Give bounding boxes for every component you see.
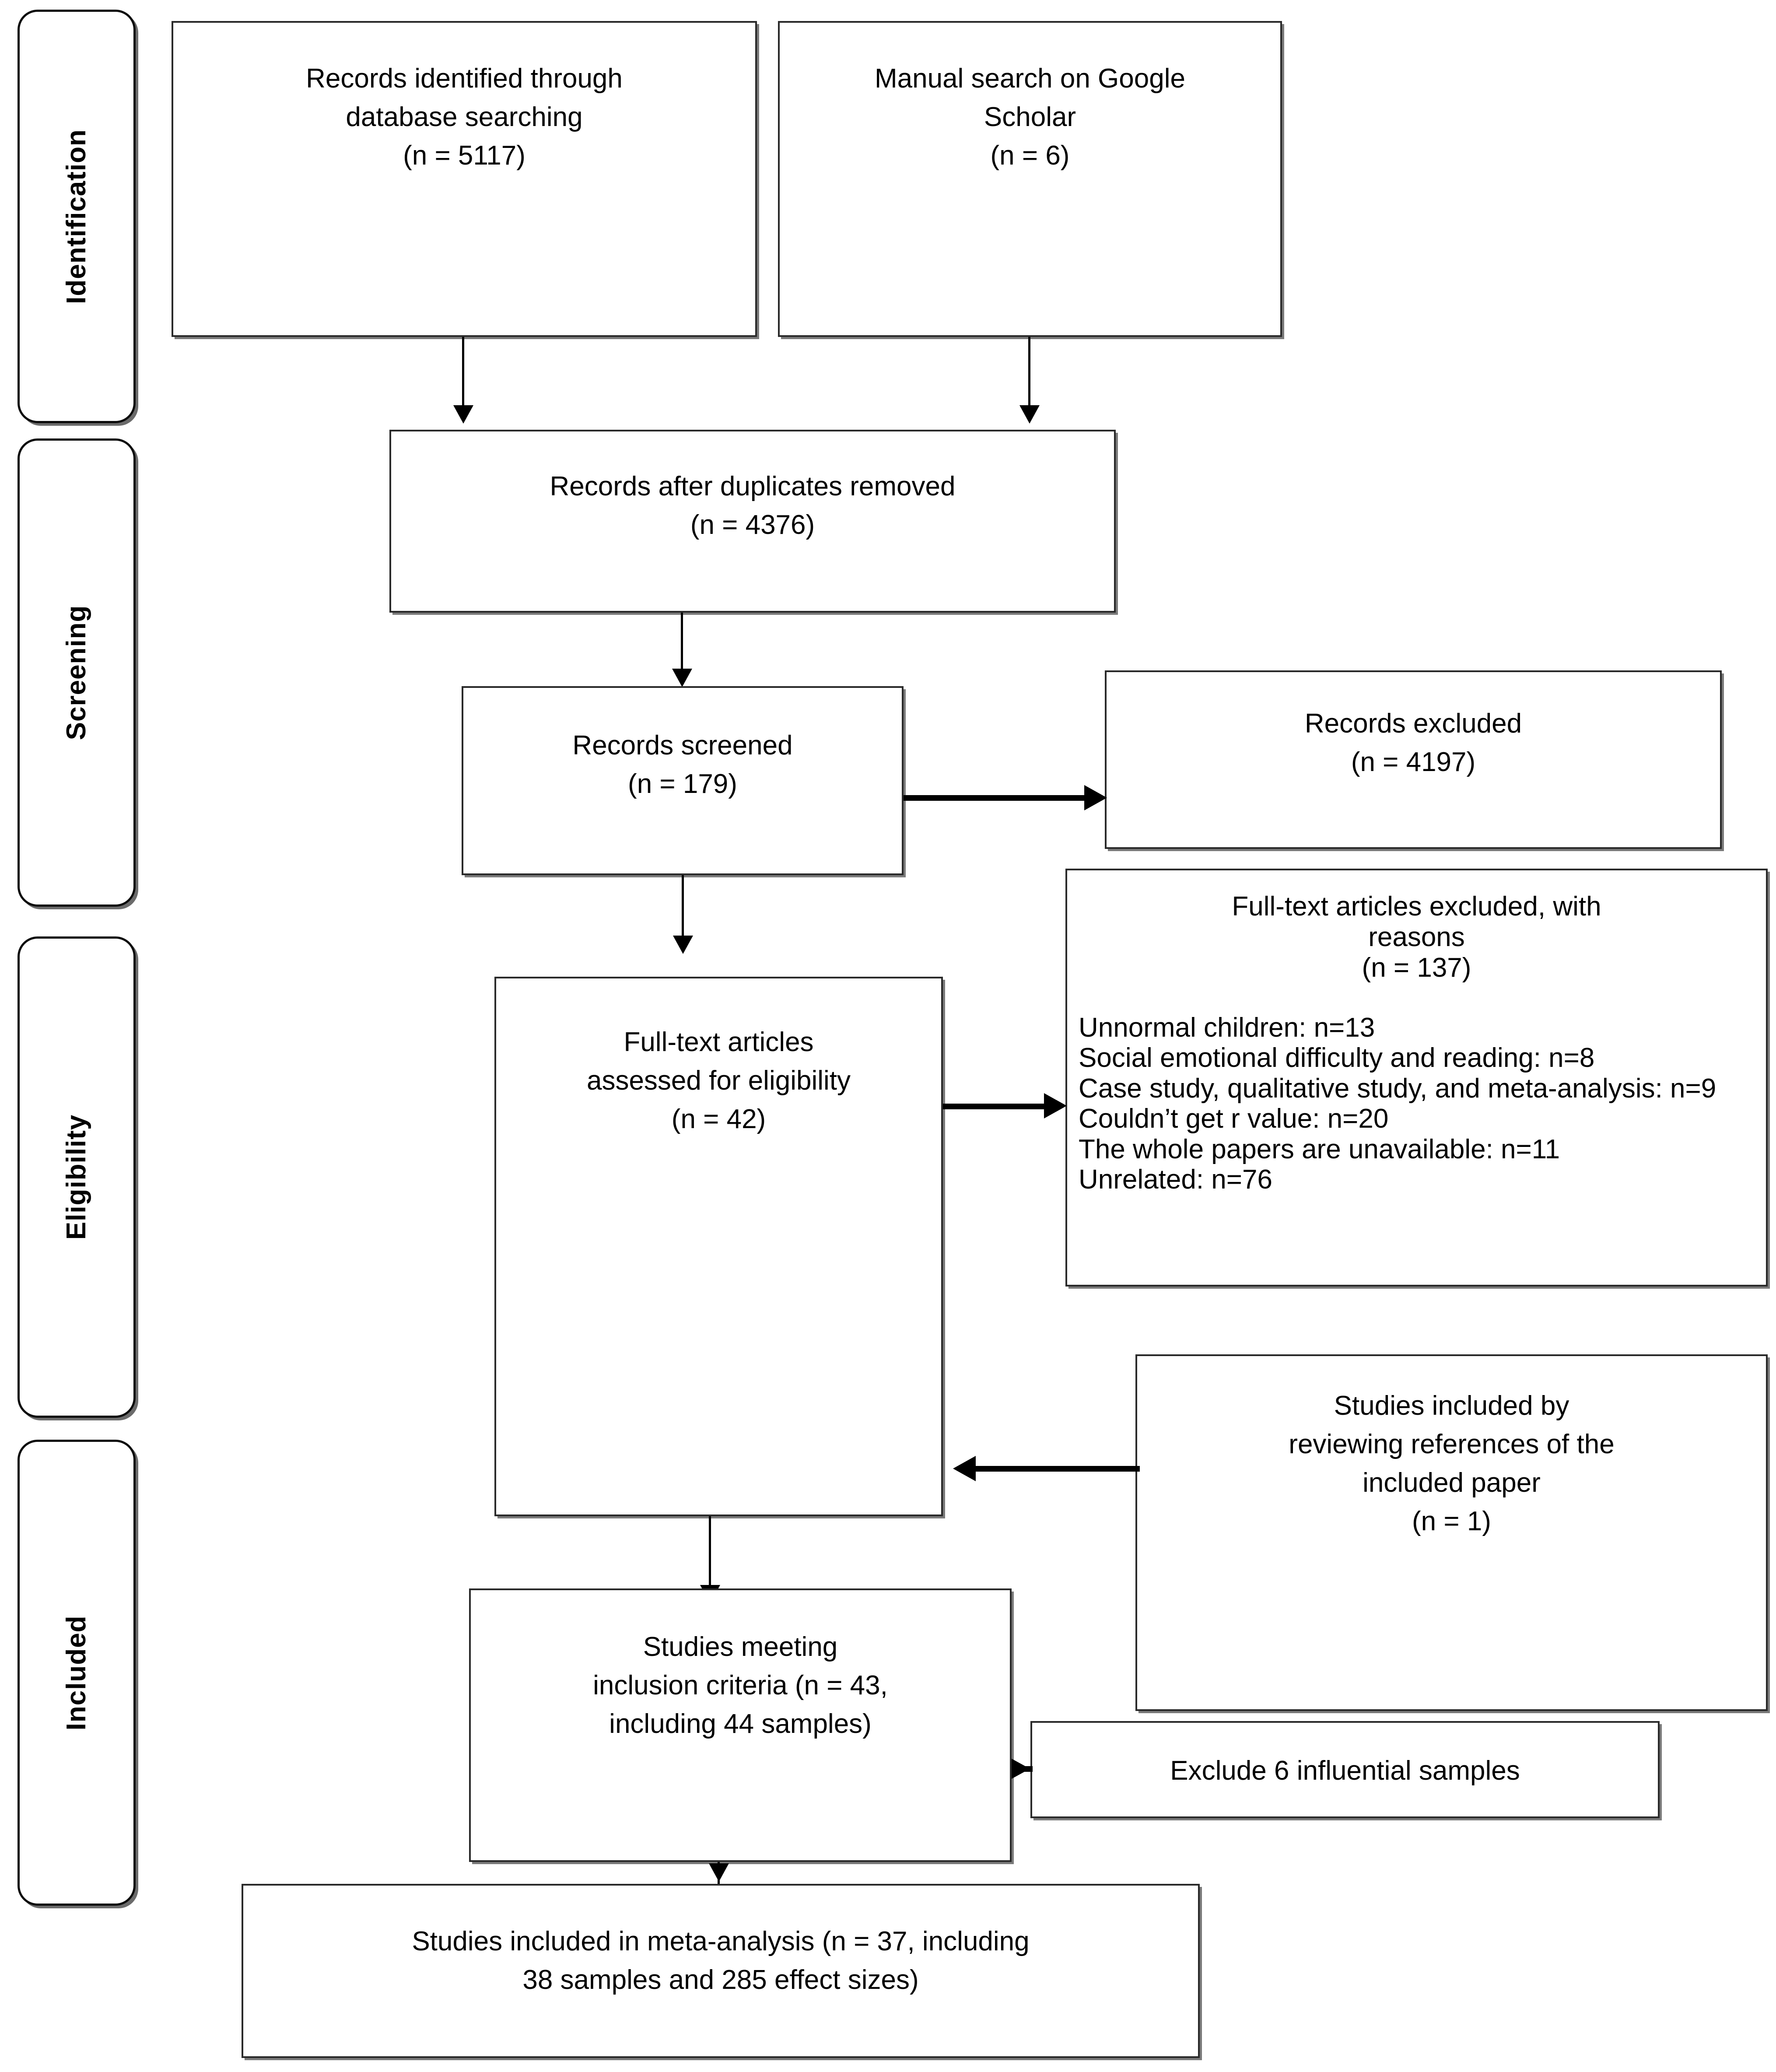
connector-screened-to-excluded [904, 795, 1086, 801]
studies-in-meta-line1: Studies included in meta-analysis (n = 3… [412, 1926, 1030, 1956]
fulltext-assessed-line2: assessed for eligibility [586, 1066, 851, 1096]
arrow-screened-to-excluded [1084, 785, 1107, 810]
phase-label-screening: Screening [61, 605, 91, 740]
records-excluded-count: (n = 4197) [1351, 747, 1476, 777]
arrow-studies-meeting-to-meta [709, 1863, 729, 1882]
manual-search-line2: Scholar [984, 102, 1076, 132]
connector-manual-to-duplicates [1028, 337, 1030, 408]
records-database-line1: Records identified through [306, 63, 623, 94]
box-records-after-duplicates-removed: Records after duplicates removed (n = 43… [389, 430, 1116, 613]
phase-tab-eligibility: Eligibility [18, 936, 136, 1418]
connector-references-to-eligibility [976, 1466, 1140, 1472]
connector-screened-to-fulltext [682, 875, 684, 939]
phase-tab-identification: Identification [18, 10, 136, 423]
studies-meeting-line1: Studies meeting [643, 1632, 838, 1662]
box-studies-included-from-references: Studies included by reviewing references… [1135, 1354, 1768, 1711]
box-fulltext-assessed-for-eligibility: Full-text articles assessed for eligibil… [494, 977, 943, 1516]
records-screened-count: (n = 179) [628, 769, 737, 799]
studies-from-references-line1: Studies included by [1334, 1391, 1569, 1421]
duplicates-removed-line1: Records after duplicates removed [550, 471, 956, 501]
phase-label-eligibility: Eligibility [61, 1114, 91, 1240]
arrow-manual-to-duplicates [1019, 405, 1040, 424]
fulltext-assessed-line1: Full-text articles [624, 1027, 814, 1057]
records-database-count: (n = 5117) [403, 140, 525, 171]
box-studies-included-in-meta-analysis: Studies included in meta-analysis (n = 3… [242, 1884, 1200, 2058]
box-records-excluded: Records excluded (n = 4197) [1105, 670, 1722, 849]
arrow-studies-meeting-to-exclude-influential [1012, 1759, 1030, 1779]
arrow-database-to-duplicates [453, 405, 473, 424]
arrow-eligibility-to-fulltext-excluded [1044, 1093, 1067, 1118]
manual-search-count: (n = 6) [990, 140, 1070, 171]
box-records-identified-database: Records identified through database sear… [172, 21, 757, 337]
box-exclude-influential-samples: Exclude 6 influential samples [1030, 1721, 1660, 1818]
box-manual-search-google-scholar: Manual search on Google Scholar (n = 6) [778, 21, 1282, 337]
fulltext-excluded-count: (n = 137) [1362, 953, 1471, 983]
phase-label-identification: Identification [61, 129, 91, 304]
box-studies-meeting-inclusion-criteria: Studies meeting inclusion criteria (n = … [469, 1588, 1012, 1862]
studies-from-references-line2: reviewing references of the [1289, 1429, 1615, 1459]
records-excluded-line1: Records excluded [1304, 708, 1522, 739]
connector-eligibility-to-fulltext-excluded [943, 1104, 1046, 1109]
studies-meeting-line3: including 44 samples) [609, 1709, 872, 1739]
manual-search-line1: Manual search on Google [874, 63, 1185, 94]
fulltext-excluded-line2: reasons [1368, 922, 1465, 952]
connector-eligibility-to-studies-meeting [709, 1516, 711, 1591]
phase-tab-included: Included [18, 1440, 136, 1906]
records-database-line2: database searching [346, 102, 583, 132]
fulltext-excluded-reasons-list: Unnormal children: n=13 Social emotional… [1079, 1013, 1716, 1195]
box-records-screened: Records screened (n = 179) [462, 686, 904, 875]
arrow-references-to-eligibility [953, 1456, 976, 1481]
exclude-influential-line1: Exclude 6 influential samples [1170, 1756, 1520, 1786]
phase-label-included: Included [61, 1615, 91, 1730]
phase-tab-screening: Screening [18, 438, 136, 907]
studies-in-meta-line2: 38 samples and 285 effect sizes) [522, 1965, 919, 1995]
connector-database-to-duplicates [462, 337, 464, 408]
fulltext-excluded-line1: Full-text articles excluded, with [1232, 891, 1601, 922]
studies-meeting-line2: inclusion criteria (n = 43, [593, 1670, 888, 1700]
records-screened-line1: Records screened [572, 730, 793, 761]
studies-from-references-count: (n = 1) [1412, 1506, 1491, 1536]
fulltext-assessed-count: (n = 42) [671, 1104, 766, 1134]
connector-duplicates-to-screened [681, 613, 683, 674]
arrow-screened-to-fulltext [673, 936, 693, 954]
duplicates-removed-count: (n = 4376) [690, 510, 815, 540]
arrow-duplicates-to-screened [672, 669, 692, 687]
box-fulltext-excluded-with-reasons: Full-text articles excluded, with reason… [1065, 869, 1768, 1287]
studies-from-references-line3: included paper [1363, 1468, 1541, 1498]
